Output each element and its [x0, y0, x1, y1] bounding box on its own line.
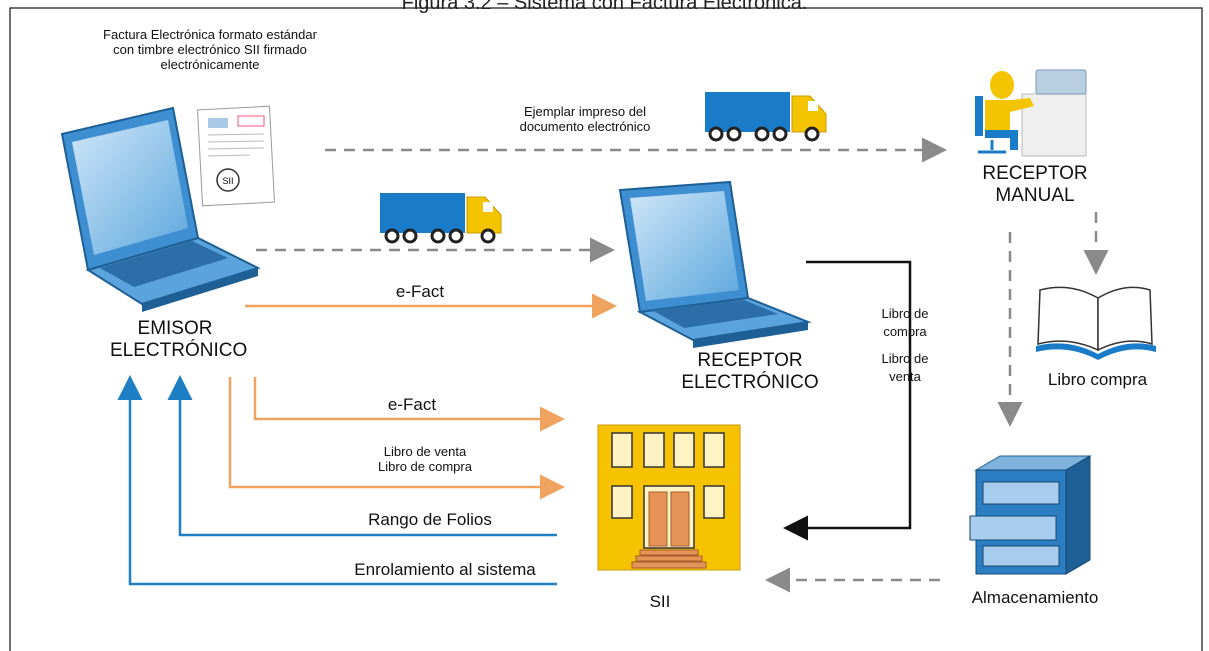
libros-sii-line1: Libro de venta: [383, 444, 467, 459]
emisor-label: EMISOR ELECTRÓNICO: [110, 318, 248, 362]
invoice-caption-line3: electrónicamente: [160, 56, 260, 72]
truck-middle-icon: [380, 193, 502, 244]
figure-frame: [9, 7, 1203, 651]
receptor-electronico-line1: RECEPTOR: [697, 350, 803, 371]
receptor-electronico-line2: ELECTRÓNICO: [681, 371, 819, 393]
libro-compra-label: Libro compra: [1047, 370, 1148, 389]
receptor-electronico-laptop-icon: [618, 180, 812, 348]
svg-text:SII: SII: [222, 176, 233, 186]
edge-efact-sii: [253, 377, 565, 432]
receptor-manual-label: RECEPTOR MANUAL: [975, 163, 1095, 207]
edge-libros-sii: [228, 377, 565, 500]
figure-title: Figura 3.2 – Sistema con Factura Electró…: [401, 0, 808, 14]
truck-top-icon: [705, 92, 827, 142]
edge-libros-receptor-sii: [783, 260, 912, 541]
efact-sii-label: e-Fact: [387, 395, 437, 414]
emisor-label-line2: ELECTRÓNICO: [110, 339, 248, 361]
invoice-document-icon: SII: [197, 105, 275, 207]
invoice-caption-line1: Factura Electrónica formato estándar: [103, 27, 317, 42]
receptor-manual-line1: RECEPTOR: [982, 163, 1088, 184]
almacenamiento-label: Almacenamiento: [971, 588, 1099, 607]
libros-receptor-line3: Libro de: [881, 351, 929, 367]
sii-building-icon: [597, 424, 741, 571]
invoice-caption-line2: con timbre electrónico SII firmado: [113, 41, 307, 57]
libros-receptor-label: Libro de compra Libro de venta: [870, 305, 940, 385]
libros-receptor-line4: venta: [889, 368, 921, 384]
printed-copy-line1: Ejemplar impreso del: [523, 104, 647, 119]
efact-receptor-label: e-Fact: [395, 282, 445, 301]
rango-folios-label: Rango de Folios: [368, 510, 492, 529]
libros-receptor-line2: compra: [883, 323, 927, 339]
printed-copy-line2: documento electrónico: [519, 118, 651, 134]
sii-label: SII: [649, 592, 671, 611]
libros-sii-line2: Libro de compra: [378, 458, 472, 474]
libros-receptor-line1: Libro de: [881, 306, 929, 321]
emisor-laptop-icon: [60, 106, 261, 312]
receptor-electronico-label: RECEPTOR ELECTRÓNICO: [680, 350, 820, 394]
edge-rango-folios: [167, 375, 557, 537]
edge-enrolamiento: [117, 375, 557, 586]
almacenamiento-cabinet-icon: [969, 455, 1092, 575]
receptor-manual-line2: MANUAL: [995, 184, 1075, 206]
enrolamiento-label: Enrolamiento al sistema: [354, 560, 536, 579]
emisor-label-line1: EMISOR: [137, 318, 213, 339]
libros-sii-label: Libro de venta Libro de compra: [360, 444, 490, 475]
printed-copy-label: Ejemplar impreso del documento electróni…: [500, 104, 670, 135]
libro-compra-book-icon: [1036, 286, 1156, 360]
invoice-caption: Factura Electrónica formato estándar con…: [90, 27, 330, 73]
receptor-manual-person-icon: [975, 69, 1087, 157]
